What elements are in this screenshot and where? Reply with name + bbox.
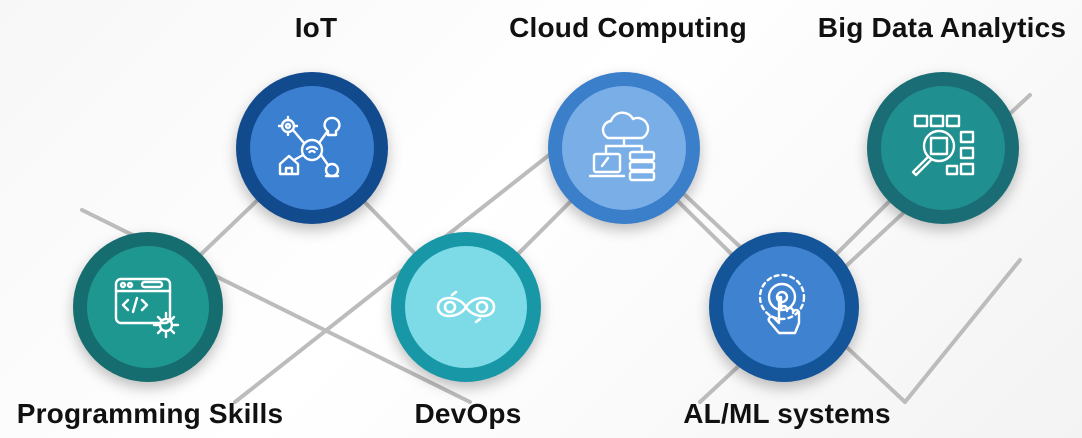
touch-target-icon [758, 273, 806, 335]
node-ai-ml-systems [709, 232, 859, 382]
label-devops: DevOps [414, 398, 522, 429]
iot-network-icon [277, 115, 341, 178]
label-iot: IoT [294, 12, 338, 43]
node-programming-skills [73, 232, 223, 382]
node-iot [236, 72, 388, 224]
node-cloud-computing [548, 72, 700, 224]
cloud-server-icon [588, 111, 656, 182]
label-big-data-analytics: Big Data Analytics [817, 12, 1067, 43]
node-big-data-analytics [867, 72, 1019, 224]
label-cloud-computing: Cloud Computing [509, 12, 747, 43]
node-devops [391, 232, 541, 382]
label-ai-ml-systems: AL/ML systems [683, 398, 891, 429]
magnifier-grid-icon [911, 114, 975, 177]
devops-infinity-icon [436, 290, 496, 324]
label-programming-skills: Programming Skills [16, 398, 284, 429]
code-window-gear-icon [114, 277, 180, 339]
